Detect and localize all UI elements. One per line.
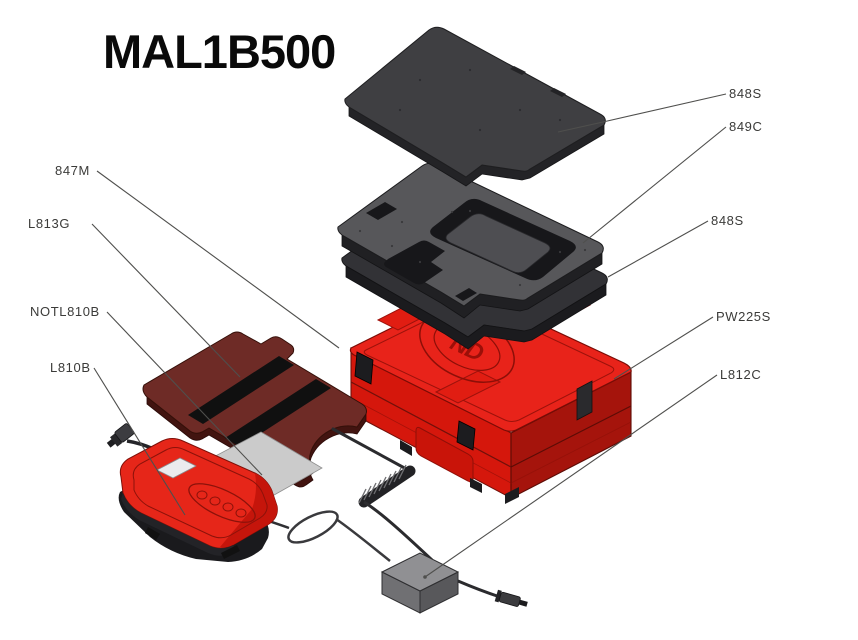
charger-lower-band [121,493,236,556]
charger-unit [106,423,278,562]
cable-segment-upper [331,427,412,473]
charger-white-panel [156,457,197,479]
case-foot-2 [470,478,482,493]
leader-848s-sheet [607,220,709,278]
mat [142,331,367,488]
barrel-plug-tip [518,599,528,607]
part-label-847m: 847M [55,163,90,178]
leader-849c [582,126,727,244]
case-handle-recess [415,426,474,483]
leader-847m [96,170,340,349]
foam-tray [337,162,604,319]
foam-tray-slot-hole [366,202,397,220]
foam-tray-l-pocket [384,240,445,285]
leader-848s-lid [557,93,727,133]
leader-lines [91,93,727,579]
charger-foot-1 [221,545,240,559]
adapter-output-wire [457,579,501,599]
leader-l812c [424,374,718,578]
charger-contour [132,447,268,539]
case-foot-1 [400,440,412,456]
case-latch-right [576,380,593,421]
power-adapter [380,552,528,614]
lid-top-face [344,26,606,178]
cable-strap-loop [287,510,339,544]
charger-plug-collar [110,433,123,447]
case-shell-line [350,397,632,484]
part-label-pw225s: PW225S [716,309,771,324]
part-labels: 848S 849C 848S PW225S L812C 847M L813G N… [28,86,771,382]
case-foot-3 [505,487,519,504]
barrel-plug [494,589,528,607]
charger-foot-2 [145,527,160,540]
foam-sheet-side [345,265,607,350]
charger-logo-script [196,490,247,518]
part-label-848s-lid: 848S [729,86,762,101]
coiled-cable [358,465,416,508]
mat-stripes [188,356,331,447]
part-label-notl810b: NOTL810B [30,304,100,319]
loop-tail-wire [335,517,391,562]
leader-notl810b [106,311,263,476]
cable-assembly [246,427,434,562]
leader-pw225s [613,316,714,380]
page-title: MAL1B500 [103,25,335,78]
case-parting-line-front [350,381,512,468]
barrel-plug-body [498,591,521,607]
case-latch-front [456,420,476,451]
lid-notch-2 [550,88,566,97]
part-label-849c: 849C [729,119,762,134]
adapter-top-face [380,552,460,592]
case-parting-line-right [510,405,632,468]
cable-segment-lower [363,500,434,562]
leader-l812c-endpoint [423,575,427,579]
lid-foam-top [344,26,606,187]
lid-speckles [398,68,562,132]
mat-stripe-2 [225,379,331,447]
charger-logo-oval [188,483,256,523]
charger-plug [106,423,135,448]
leader-l813g [91,223,241,378]
case-latch-left [354,351,374,385]
foam-tray-notch [455,288,477,301]
part-label-l812c: L812C [720,367,761,382]
charger-body-shade [220,473,278,548]
foam-speckles [358,209,587,287]
leader-l810b [93,367,186,516]
mat-stripe-1 [188,356,294,424]
part-label-l813g: L813G [28,216,70,231]
barrel-plug-collar [494,589,502,603]
part-label-848s-sheet: 848S [711,213,744,228]
case-recess-front [434,370,502,404]
lid-notch-1 [510,66,526,75]
part-label-l810b: L810B [50,360,91,375]
foam-tray-island [445,213,551,273]
coil-ridges [358,464,407,504]
